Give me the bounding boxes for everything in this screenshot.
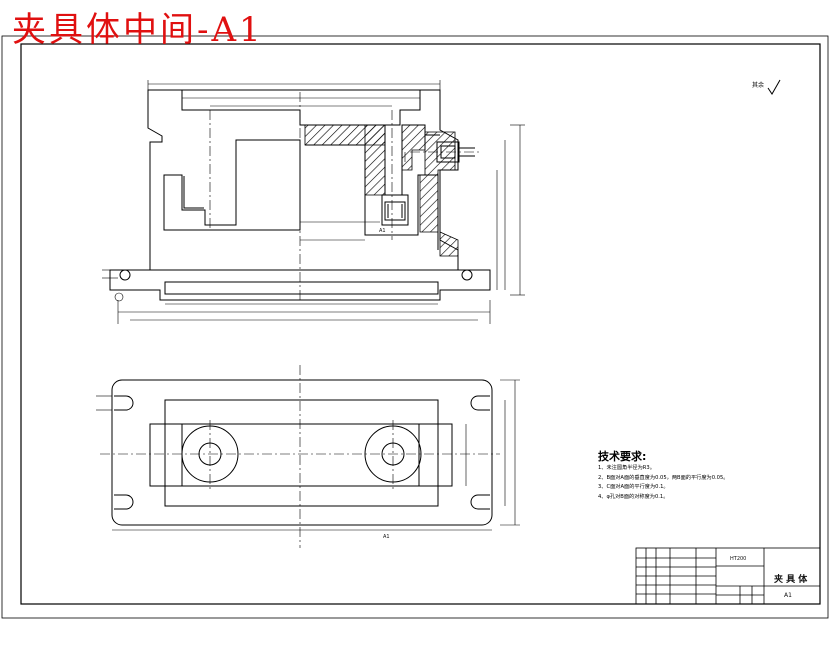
title-block-material: HT200 (730, 556, 747, 562)
outer-border (1, 35, 829, 619)
fastener-detail (381, 141, 475, 226)
title-block-frame (635, 547, 821, 605)
roughness-note: 其余 (752, 82, 765, 89)
section-mark-top: A1 (379, 228, 386, 234)
drawing-banner-title: 夹具体中间-A1 (12, 10, 264, 50)
section-mark-bottom: A1 (383, 534, 390, 540)
section-hatching (304, 124, 459, 257)
plan-view (100, 365, 500, 548)
tech-requirement-item: 4、φ孔对B面的对称度为0.1。 (598, 493, 669, 500)
title-block-part-name: 夹 具 体 (774, 575, 808, 585)
tech-requirement-item: 3、C面对A面的平行度为0.1。 (598, 484, 669, 491)
front-dimensions (102, 80, 525, 324)
tech-requirements-title: 技术要求: (598, 450, 647, 463)
roughness-symbol (767, 79, 781, 95)
tech-requirement-item: 2、B面对A面的垂直度为0.05，两B面的平行度为0.05。 (598, 474, 729, 481)
tech-requirements-list: 1、未注圆角半径为R3。 2、B面对A面的垂直度为0.05，两B面的平行度为0.… (598, 464, 728, 502)
inner-border (20, 43, 821, 605)
tech-requirement-item: 1、未注圆角半径为R3。 (598, 465, 655, 471)
title-block-scale: A1 (784, 592, 792, 599)
plan-dimensions (96, 379, 520, 531)
